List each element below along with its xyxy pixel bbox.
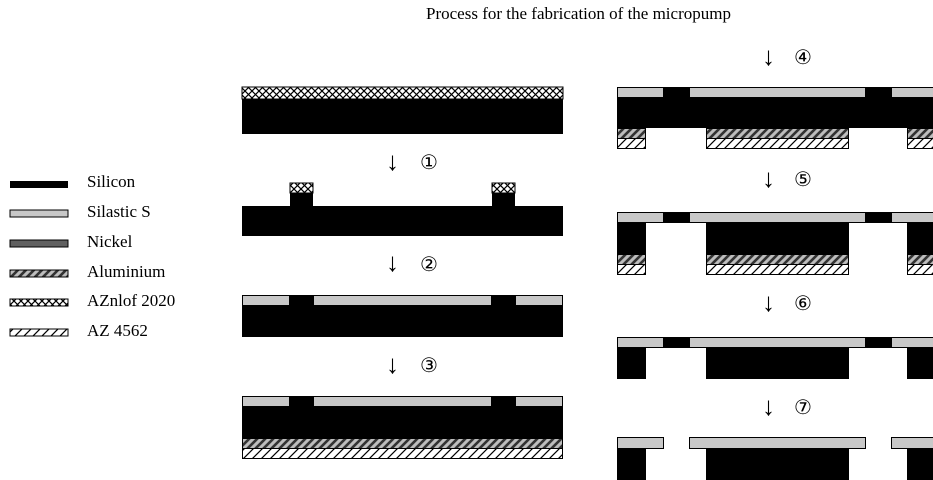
legend-label-aznlof: AZnlof 2020 <box>87 291 176 310</box>
stage-7-cross-section <box>617 437 933 480</box>
step-1-arrow: ↓ <box>386 147 399 176</box>
stage-6-cross-section <box>617 337 933 379</box>
stage-0-cross-section <box>241 86 564 134</box>
legend-swatch-silastic <box>9 209 69 218</box>
stage-5-cross-section <box>617 212 933 275</box>
legend-label-silastic: Silastic S <box>87 202 151 221</box>
diagram-title: Process for the fabrication of the micro… <box>426 4 731 23</box>
step-2-number: ② <box>420 254 438 276</box>
step-3-number: ③ <box>420 355 438 377</box>
stage-1-cross-section <box>242 182 563 236</box>
legend-swatch-nickel <box>9 239 69 248</box>
step-7-number: ⑦ <box>794 397 812 419</box>
stage-3-cross-section <box>242 396 563 459</box>
legend-swatch-az4562 <box>9 328 69 337</box>
stage-4-cross-section <box>617 87 933 149</box>
legend-swatches <box>9 181 69 337</box>
legend-swatch-silicon <box>10 181 68 188</box>
legend-label-az4562: AZ 4562 <box>87 321 148 340</box>
stage-2-cross-section <box>242 295 563 337</box>
step-7-arrow: ↓ <box>762 392 775 421</box>
legend-swatch-aznlof <box>9 298 69 307</box>
legend-label-nickel: Nickel <box>87 232 133 251</box>
step-5-number: ⑤ <box>794 169 812 191</box>
legend-label-silicon: Silicon <box>87 172 136 191</box>
step-3-arrow: ↓ <box>386 350 399 379</box>
legend-swatch-aluminium <box>9 269 69 278</box>
step-4-arrow: ↓ <box>762 42 775 71</box>
step-1-number: ① <box>420 152 438 174</box>
step-2-arrow: ↓ <box>386 248 399 277</box>
step-5-arrow: ↓ <box>762 164 775 193</box>
legend-label-aluminium: Aluminium <box>87 262 166 281</box>
step-4-number: ④ <box>794 47 812 69</box>
step-6-number: ⑥ <box>794 293 812 315</box>
step-6-arrow: ↓ <box>762 288 775 317</box>
